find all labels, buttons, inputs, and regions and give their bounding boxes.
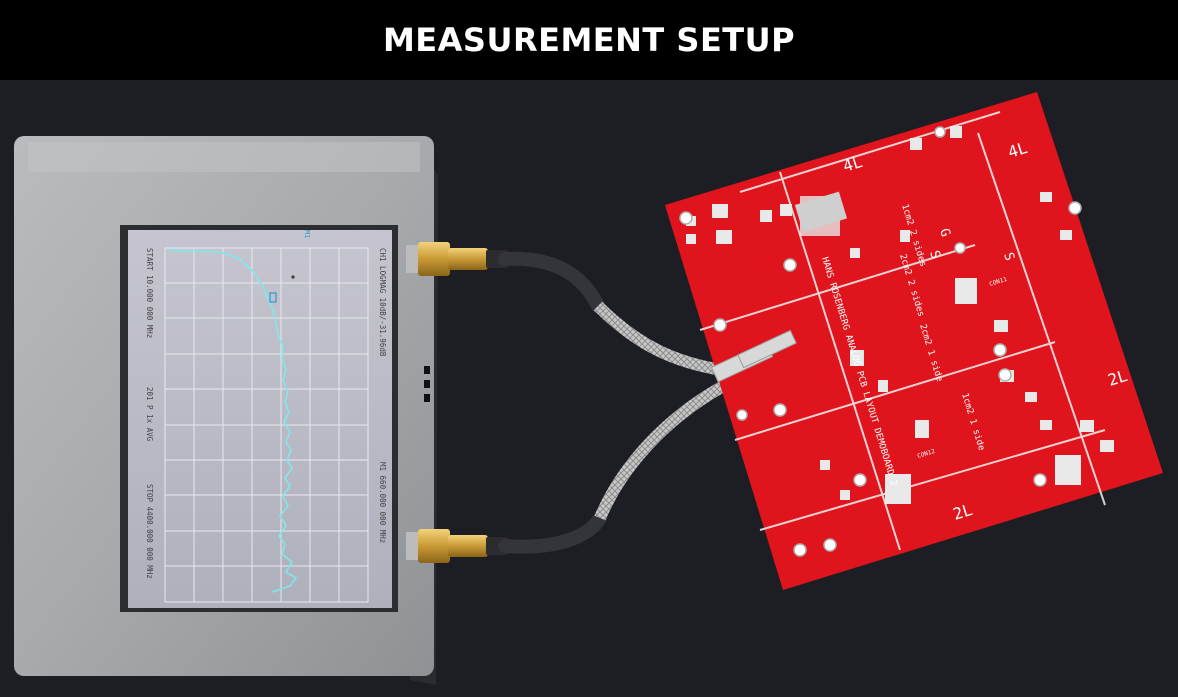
coax-cable-bottom [498,374,738,554]
layer-label-2l-b: 2L [951,500,975,524]
label-s-b: S [1000,251,1017,263]
marker-readout: M1 660.000 000 MHz [378,462,387,543]
vna-device: CH1 LOGMAG 10dB/-31.96dB M1 660.000 000 … [14,136,438,685]
layer-label-4l-a: 4L [841,152,865,176]
stop-frequency-label: STOP 4400.000 000 MHz [145,484,154,579]
measurement-photo: CH1 LOGMAG 10dB/-31.96dB M1 660.000 000 … [0,80,1178,697]
title-bar: MEASUREMENT SETUP [0,0,1178,80]
layer-label-4l-b: 4L [1006,138,1030,162]
sma-connector-port2 [406,529,508,563]
pcb-board [665,92,1163,590]
layer-label-2l-a: 2L [1106,366,1130,390]
start-frequency-label: START 10.000 000 MHz [145,248,154,338]
photo-scene: CH1 LOGMAG 10dB/-31.96dB M1 660.000 000 … [0,80,1178,697]
side-button [424,394,430,402]
board-edge-connector [794,191,848,232]
marker-m1 [269,292,277,303]
side-button [424,366,430,374]
side-button [424,380,430,388]
vna-screen [128,230,392,608]
trace-format-label: CH1 LOGMAG 10dB/-31.96dB [378,248,387,357]
label-s-a: S [926,249,943,261]
screen-grid [164,247,369,603]
points-average-label: 201 P 1x AVG [145,387,154,442]
page-title: MEASUREMENT SETUP [382,21,796,59]
marker-tag: M1 [303,230,311,238]
demo-pcb: 4L 4L 2L 2L S G S 1cm2 2 sides 2cm2 2 si… [665,92,1163,590]
sma-connector-port1 [406,242,508,276]
s21-trace [167,249,298,593]
